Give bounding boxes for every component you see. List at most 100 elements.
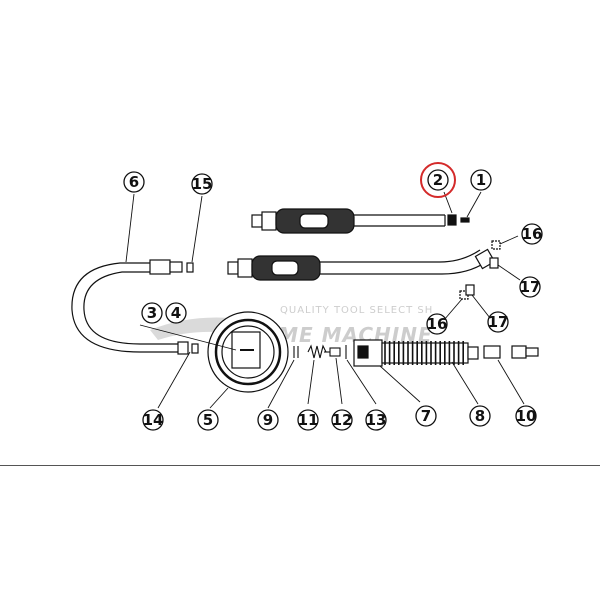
callout-circle [197, 409, 219, 431]
callout-c10: 10 [515, 405, 537, 427]
leader-6 [125, 193, 135, 263]
callout-c5: 5 [197, 409, 219, 431]
callout-c8: 8 [469, 405, 491, 427]
callout-c2: 2 [420, 162, 456, 198]
callout-number: 4 [171, 304, 181, 322]
callout-circle [191, 173, 213, 195]
callout-c17a: 17 [519, 276, 541, 298]
callout-circle [297, 409, 319, 431]
callout-c1: 1 [470, 169, 492, 191]
part-12-pin [329, 347, 341, 357]
upper-hose-assembly [251, 208, 470, 234]
loop-top-nut [169, 261, 183, 273]
watermark-tagline: QUALITY TOOL SELECT SH [280, 305, 433, 316]
part-14 [191, 343, 199, 354]
callout-c3: 3 [141, 302, 163, 324]
leader-17b [471, 294, 491, 319]
leader-15 [191, 195, 203, 263]
highlight-ring [420, 162, 456, 198]
callout-c12: 12 [331, 409, 353, 431]
loop-bottom-fitting [177, 341, 189, 355]
callout-c16b: 16 [426, 313, 448, 335]
loop-hose-outer [71, 262, 178, 353]
leader-17a [497, 264, 521, 281]
callout-c6: 6 [123, 171, 145, 193]
callout-number: 9 [263, 411, 273, 429]
leader-7 [379, 365, 421, 403]
callout-number: 2 [433, 171, 443, 189]
callout-number: 16 [427, 315, 448, 333]
middle-grip-window [271, 260, 299, 276]
callout-circle [257, 409, 279, 431]
callout-circle [427, 169, 449, 191]
callout-number: 11 [298, 411, 319, 429]
callout-circle [142, 409, 164, 431]
leader-34 [139, 324, 237, 351]
grip-bellows [353, 339, 539, 367]
gauge-inner-ring [214, 318, 282, 386]
part-10-coupler-b [525, 347, 539, 357]
leader-14 [157, 351, 191, 409]
upper-fitting-end [251, 214, 263, 228]
callout-c4: 4 [165, 302, 187, 324]
part-7-badge [357, 345, 369, 359]
callout-number: 17 [520, 278, 541, 296]
callout-circle [331, 409, 353, 431]
callout-number: 14 [143, 411, 164, 429]
callout-c16a: 16 [521, 223, 543, 245]
leader-10 [497, 359, 525, 405]
callout-circle [123, 171, 145, 193]
callout-c11: 11 [297, 409, 319, 431]
leader-lines [125, 191, 525, 409]
middle-hose-top [320, 249, 481, 263]
callout-circle [470, 169, 492, 191]
part-8-bellows [381, 341, 479, 365]
callout-circle [141, 302, 163, 324]
callout-c17b: 17 [487, 311, 509, 333]
middle-fitting-nut [237, 258, 253, 278]
leader-13 [346, 359, 377, 405]
bellows-end-cap [467, 346, 479, 360]
callout-number: 13 [366, 411, 387, 429]
looping-hose [71, 259, 199, 355]
loop-top-fitting [149, 259, 171, 275]
gauge-face [221, 325, 275, 379]
part-17-lower [465, 284, 475, 296]
upper-grip-window [299, 213, 329, 229]
callout-number: 5 [203, 411, 213, 429]
leader-8 [451, 361, 479, 405]
leader-5 [209, 387, 229, 409]
part-10-connector [483, 345, 501, 359]
callout-c13: 13 [365, 409, 387, 431]
part-1-cap [460, 217, 470, 223]
callout-number: 15 [192, 175, 213, 193]
callout-number: 3 [147, 304, 157, 322]
callout-number: 16 [522, 225, 543, 243]
callout-c9: 9 [257, 409, 279, 431]
inline-small-parts [293, 344, 347, 359]
callout-circle [426, 313, 448, 335]
leader-12 [335, 357, 343, 405]
callout-number: 17 [488, 313, 509, 331]
callout-circle [415, 405, 437, 427]
callout-c7: 7 [415, 405, 437, 427]
part-11-spring [307, 344, 327, 359]
part-15 [186, 262, 194, 273]
middle-hose-assembly [227, 240, 501, 300]
callout-number: 12 [332, 411, 353, 429]
callout-number: 8 [475, 407, 485, 425]
callout-circle [515, 405, 537, 427]
callout-c14: 14 [142, 409, 164, 431]
callout-c15: 15 [191, 173, 213, 195]
bottom-divider [0, 465, 600, 466]
callout-circle [165, 302, 187, 324]
callout-number: 7 [421, 407, 431, 425]
callout-number: 10 [516, 407, 537, 425]
loop-hose-inner [83, 271, 178, 345]
callout-circle [487, 311, 509, 333]
callout-circle [365, 409, 387, 431]
middle-fitting-end [227, 261, 239, 275]
part-17-upper [489, 257, 499, 269]
